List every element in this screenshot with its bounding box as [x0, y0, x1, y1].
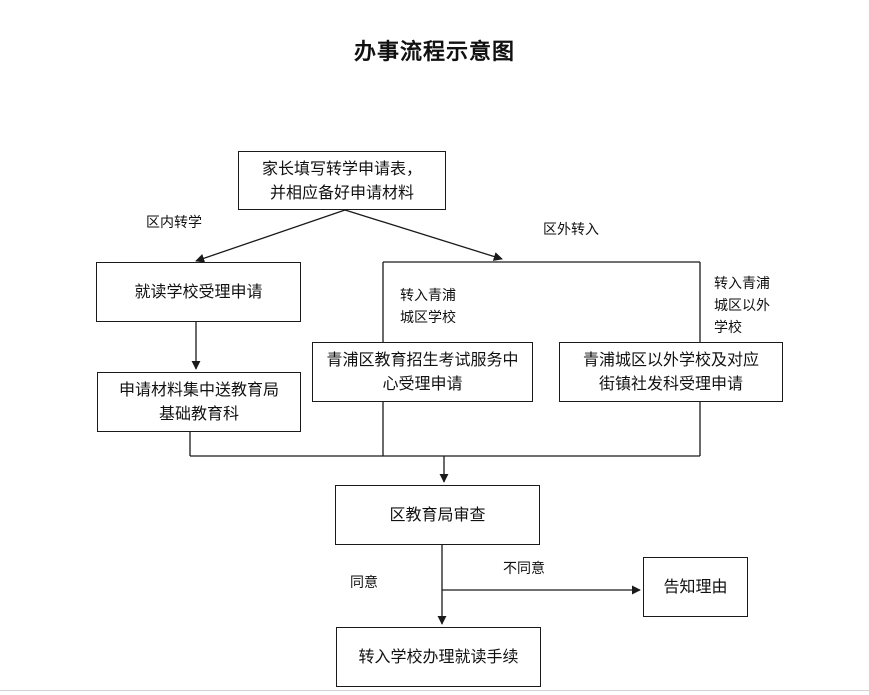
- box-review-text: 区教育局审查: [389, 505, 486, 524]
- box-school-accept: 就读学校受理申请: [96, 262, 301, 322]
- label-agree: 同意: [350, 575, 378, 591]
- arrow-start-to-outer: [344, 209, 503, 261]
- box-school-accept-text: 就读学校受理申请: [134, 282, 263, 301]
- arrow-start-to-school: [195, 209, 346, 263]
- label-to-city-school: 转入青浦 城区学校: [400, 288, 456, 326]
- bottom-divider: [0, 690, 869, 691]
- label-outer-transfer: 区外转入: [543, 222, 599, 238]
- box-fill-application-text: 家长填写转学申请表， 并相应备好申请材料: [261, 158, 422, 202]
- label-inner-transfer: 区内转学: [146, 215, 202, 231]
- box-transfer-procedure: 转入学校办理就读手续: [336, 627, 541, 687]
- box-materials-to-bureau-text: 申请材料集中送教育局 基础教育科: [118, 380, 279, 423]
- box-qingpu-center-text: 青浦区教育招生考试服务中 心受理申请: [326, 350, 519, 393]
- box-review: 区教育局审查: [335, 485, 540, 545]
- box-town-office-text: 青浦城区以外学校及对应 街镇社发科受理申请: [582, 350, 759, 393]
- label-to-outer-school: 转入青浦 城区以外 学校: [714, 276, 770, 336]
- box-town-office: 青浦城区以外学校及对应 街镇社发科受理申请: [559, 342, 783, 402]
- box-notify-reason-text: 告知理由: [663, 577, 728, 596]
- page-title: 办事流程示意图: [353, 40, 515, 65]
- box-fill-application: 家长填写转学申请表， 并相应备好申请材料: [238, 151, 446, 210]
- label-disagree: 不同意: [503, 561, 545, 577]
- box-notify-reason: 告知理由: [643, 557, 748, 617]
- box-qingpu-center: 青浦区教育招生考试服务中 心受理申请: [312, 342, 533, 402]
- box-transfer-procedure-text: 转入学校办理就读手续: [358, 647, 519, 666]
- box-materials-to-bureau: 申请材料集中送教育局 基础教育科: [97, 372, 301, 432]
